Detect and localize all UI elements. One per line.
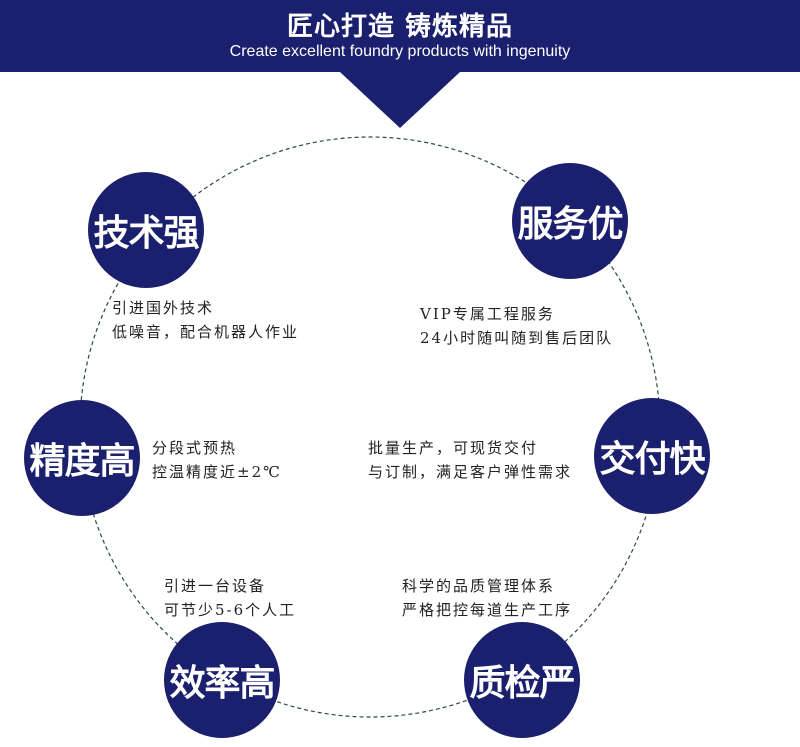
badge-tech: 技术强 <box>88 172 204 288</box>
desc-service: VIP专属工程服务 24小时随叫随到售后团队 <box>420 302 613 350</box>
badge-quality: 质检严 <box>464 622 580 738</box>
desc-delivery-line2: 与订制，满足客户弹性需求 <box>368 463 573 481</box>
desc-quality: 科学的品质管理体系 严格把控每道生产工序 <box>402 574 572 622</box>
desc-efficiency-line1: 引进一台设备 <box>164 577 267 595</box>
desc-precision-line1: 分段式预热 <box>152 439 238 457</box>
desc-delivery: 批量生产，可现货交付 与订制，满足客户弹性需求 <box>368 436 572 484</box>
desc-tech-line2: 低噪音，配合机器人作业 <box>112 323 300 341</box>
desc-precision: 分段式预热 控温精度近±2℃ <box>152 436 282 484</box>
badge-precision: 精度高 <box>24 400 140 516</box>
desc-efficiency: 引进一台设备 可节少5-6个人工 <box>164 574 296 622</box>
desc-service-line1: VIP专属工程服务 <box>420 305 555 323</box>
desc-service-line2: 24小时随叫随到售后团队 <box>420 329 614 347</box>
header-banner: 匠心打造 铸炼精品 Create excellent foundry produ… <box>0 0 800 72</box>
desc-quality-line2: 严格把控每道生产工序 <box>402 601 573 619</box>
header-title: 匠心打造 铸炼精品 <box>286 12 514 42</box>
desc-tech-line1: 引进国外技术 <box>112 299 215 317</box>
down-arrow-icon <box>340 72 460 128</box>
badge-efficiency: 效率高 <box>164 622 280 738</box>
desc-delivery-line1: 批量生产，可现货交付 <box>368 439 539 457</box>
header-subtitle: Create excellent foundry products with i… <box>229 43 571 60</box>
desc-efficiency-line2: 可节少5-6个人工 <box>164 601 297 619</box>
desc-precision-line2: 控温精度近±2℃ <box>152 463 282 481</box>
desc-tech: 引进国外技术 低噪音，配合机器人作业 <box>112 296 299 344</box>
badge-delivery: 交付快 <box>594 398 710 514</box>
badge-service: 服务优 <box>512 163 628 279</box>
desc-quality-line1: 科学的品质管理体系 <box>402 577 556 595</box>
